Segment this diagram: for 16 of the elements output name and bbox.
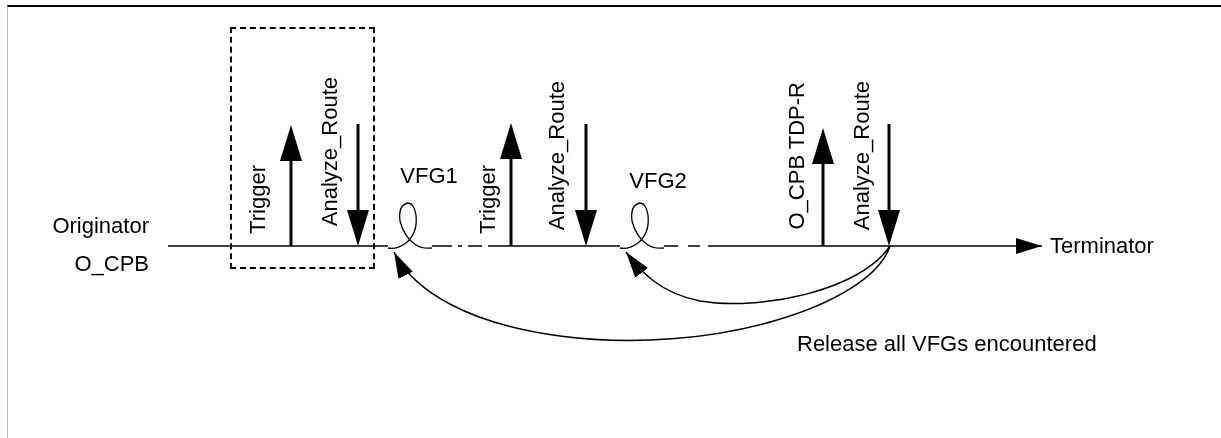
signal-label: Trigger: [476, 165, 500, 234]
endpoint-label: Terminator: [1050, 227, 1190, 265]
arrow: [663, 238, 1043, 254]
signal-label: Trigger: [246, 165, 270, 234]
loop-label: VFG2: [629, 168, 687, 194]
curved-arrow: [393, 245, 891, 342]
endpoint-label: Originator O_CPB: [14, 207, 149, 283]
signal-label: Analyze_Route: [850, 80, 874, 230]
signal-label: O_CPB TDP-R: [785, 82, 809, 230]
line: [431, 245, 621, 247]
note-text: Release all VFGs encountered: [797, 331, 1097, 357]
signal-label: Analyze_Route: [318, 76, 342, 226]
curved-arrow: [625, 245, 891, 305]
signal-label: Analyze_Route: [545, 80, 569, 230]
loop-label: VFG1: [400, 163, 458, 189]
line: [167, 245, 389, 247]
